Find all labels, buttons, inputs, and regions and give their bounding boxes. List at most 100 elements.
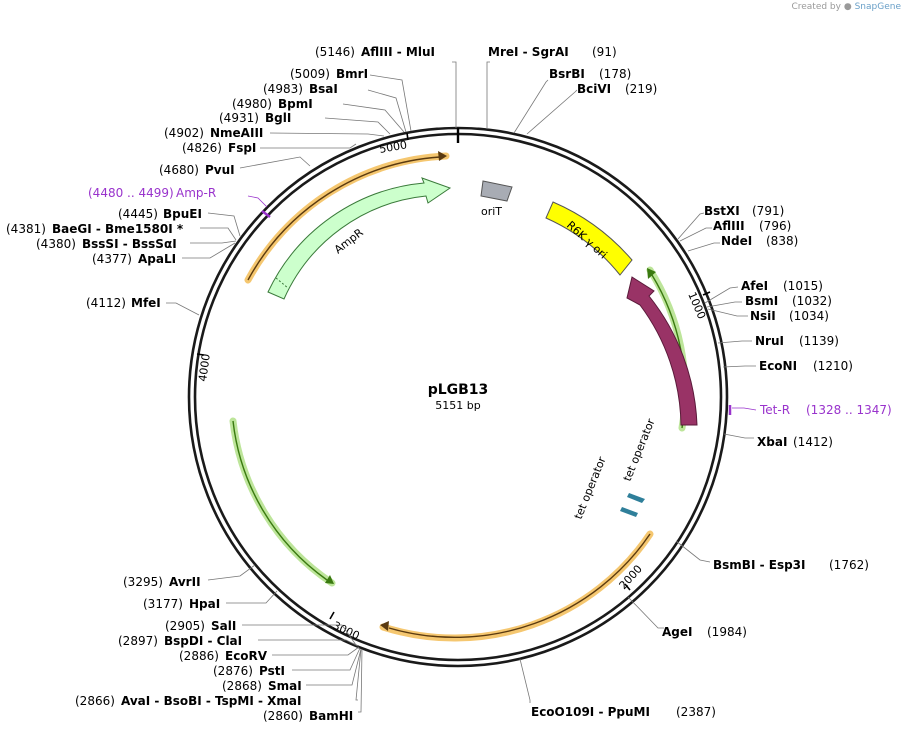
site-avrii-label: AvrII [169, 575, 201, 589]
site-nsii-pos: (1034) [789, 309, 829, 323]
site-afliii2-pos: (796) [759, 219, 791, 233]
site-bgli-pos: (4931) [219, 111, 259, 125]
site-nmeaiii-label: NmeAIII [210, 126, 263, 140]
site-ndei-label: NdeI [721, 234, 752, 248]
ruler-tick-1000 [702, 291, 711, 296]
ruler-tick-3000 [329, 611, 335, 620]
site-avrii-pos: (3295) [123, 575, 163, 589]
site-eco0109i: EcoO109I - PpuMI (2387) [519, 658, 716, 719]
site-hpai: (3177) HpaI [143, 590, 278, 611]
site-sali: (2905) SalI [165, 619, 357, 646]
site-econi-label: EcoNI [759, 359, 797, 373]
snapgene-credit: Created by ● SnapGene [791, 2, 901, 12]
site-smai: (2868) SmaI [222, 648, 362, 693]
site-fspi-label: FspI [228, 141, 256, 155]
tet-operator-2-feature [620, 507, 638, 517]
green-arc-left [232, 420, 328, 581]
site-baegi-label: BaeGI - Bme1580I * [52, 222, 184, 236]
site-econi-pos: (1210) [813, 359, 853, 373]
site-bcivi: BciVI (219) [526, 82, 657, 135]
site-eco0109i-label: EcoO109I - PpuMI [531, 705, 650, 719]
site-agei-label: AgeI [662, 625, 692, 639]
site-ecorv: (2886) EcoRV [179, 646, 360, 663]
site-apali-pos: (4377) [92, 252, 132, 266]
tet-operator-1-feature [627, 493, 645, 503]
site-bsrbi-label: BsrBI [549, 67, 585, 81]
site-bpmi-label: BpmI [278, 97, 313, 111]
site-bamhi: (2860) BamHI [263, 648, 363, 723]
site-afei-label: AfeI [741, 279, 768, 293]
site-bpmi-pos: (4980) [232, 97, 272, 111]
site-bsssi-pos: (4380) [36, 237, 76, 251]
ampr-promoter-mark [275, 277, 289, 289]
site-bsmbi-pos: (1762) [829, 558, 869, 572]
site-bsai: (4983) BsaI [263, 82, 407, 133]
site-mfei-label: MfeI [131, 296, 161, 310]
site-pvui-label: PvuI [205, 163, 235, 177]
site-avai-pos: (2866) [75, 694, 115, 708]
tet-operator-1-label: tet operator [621, 416, 658, 483]
site-nrui: NruI (1139) [717, 334, 839, 348]
site-apali-label: ApaLI [138, 252, 176, 266]
site-fspi: (4826) FspI [182, 141, 357, 155]
site-bsrbi: BsrBI (178) [513, 67, 631, 134]
site-mrei-pos: (91) [592, 45, 617, 59]
orange-arc-bottom [388, 533, 651, 639]
orit-feature [480, 180, 513, 202]
features: AmpR oriT R6K γ ori TetR tet operator te… [267, 177, 698, 521]
site-mfei-pos: (4112) [86, 296, 126, 310]
site-bgli-label: BglI [265, 111, 291, 125]
snapgene-logo-icon: ● [843, 2, 852, 12]
site-bstxi-pos: (791) [752, 204, 784, 218]
site-smai-pos: (2868) [222, 679, 262, 693]
orange-arc-top-arrowhead [438, 151, 447, 161]
site-ndei: NdeI (838) [687, 234, 798, 252]
site-bsmi-label: BsmI [745, 294, 778, 308]
orange-arc-top [247, 156, 441, 281]
green-arc-left-arrowhead [325, 575, 334, 584]
site-apali: (4377) ApaLI [92, 242, 236, 266]
site-bcivi-pos: (219) [625, 82, 657, 96]
orit-label: oriT [481, 205, 502, 218]
site-xbai-pos: (1412) [793, 435, 833, 449]
site-afliii2: AflIII (796) [679, 219, 791, 242]
site-pvui-pos: (4680) [159, 163, 199, 177]
site-bamhi-label: BamHI [309, 709, 353, 723]
ruler-tick-5000 [406, 132, 409, 141]
site-bsmbi-label: BsmBI - Esp3I [713, 558, 805, 572]
site-afei: AfeI (1015) [704, 279, 823, 304]
site-hpai-pos: (3177) [143, 597, 183, 611]
site-bsai-label: BsaI [309, 82, 338, 96]
tetr-label: TetR [649, 338, 668, 365]
orange-arc-bottom-glow [379, 530, 654, 642]
site-pvui: (4680) PvuI [159, 156, 311, 177]
credit-brand: SnapGene [854, 2, 901, 12]
site-baegi-pos: (4381) [6, 222, 46, 236]
site-nmeaiii: (4902) NmeAIII [164, 126, 385, 140]
site-sali-pos: (2905) [165, 619, 205, 633]
site-psti-pos: (2876) [213, 664, 253, 678]
site-hpai-label: HpaI [189, 597, 220, 611]
ruler-tick-4000 [196, 353, 205, 356]
site-xbai-label: XbaI [757, 435, 787, 449]
site-bspdi-pos: (2897) [118, 634, 158, 648]
site-fspi-pos: (4826) [182, 141, 222, 155]
primers: (4480 .. 4499) Amp-R Tet-R (1328 .. 1347… [88, 186, 892, 417]
site-xbai: XbaI (1412) [723, 433, 833, 449]
site-bstxi-label: BstXI [704, 204, 740, 218]
amp-r-leader [247, 195, 268, 208]
ruler-tick-2000 [624, 583, 631, 591]
plasmid-name: pLGB13 [428, 382, 489, 398]
site-afliii2-label: AflIII [713, 219, 745, 233]
site-bpuei: (4445) BpuEI [118, 207, 241, 237]
site-afliii-mlui: (5146) AflIII - MluI [315, 45, 457, 128]
orange-arc-bottom-arrowhead [380, 621, 389, 631]
site-bstxi: BstXI (791) [677, 204, 784, 240]
site-ecorv-pos: (2886) [179, 649, 219, 663]
site-ecorv-label: EcoRV [225, 649, 268, 663]
site-smai-label: SmaI [268, 679, 302, 693]
green-arc-left-glow [229, 417, 336, 587]
site-psti: (2876) PstI [213, 647, 361, 678]
ruler-label-5000: 5000 [378, 138, 408, 156]
